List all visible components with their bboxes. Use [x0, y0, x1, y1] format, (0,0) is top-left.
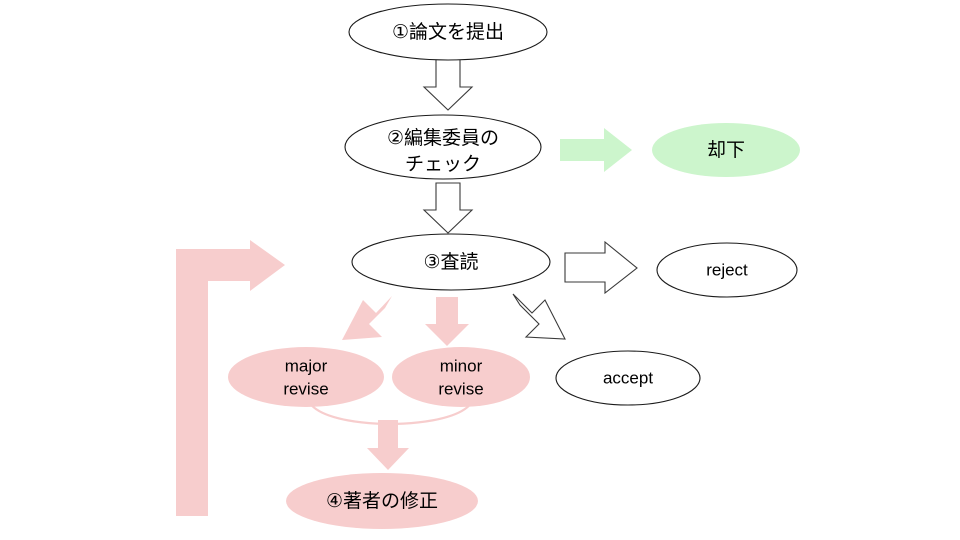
arrow-editor-to-review — [422, 182, 474, 234]
arrow-editor-to-dismiss — [560, 128, 632, 172]
node-author-revision[interactable]: ④著者の修正 — [286, 473, 478, 529]
reject-label: reject — [706, 260, 748, 279]
editor-check-label-line1: ②編集委員の — [387, 127, 499, 149]
arrow-author-back-to-review — [176, 240, 285, 516]
node-reject[interactable]: reject — [656, 242, 798, 298]
arrow-review-to-reject — [564, 240, 638, 295]
author-revision-ellipse[interactable] — [286, 473, 478, 529]
arrow-review-to-minor-revise — [425, 297, 469, 346]
major-revise-ellipse[interactable] — [228, 347, 384, 407]
editor-check-label-line2: チェック — [405, 153, 481, 175]
minor-revise-label-line1: minor — [440, 356, 483, 375]
arrow-review-to-major-revise — [342, 296, 392, 340]
arrow-review-to-accept — [512, 293, 566, 340]
accept-label: accept — [603, 368, 653, 387]
minor-revise-ellipse[interactable] — [392, 347, 530, 407]
submit-paper-label: ①論文を提出 — [392, 21, 504, 43]
author-revision-label: ④著者の修正 — [326, 490, 438, 512]
major-revise-label-line1: major — [285, 356, 328, 375]
dismiss-ellipse[interactable] — [652, 123, 800, 177]
node-dismiss[interactable]: 却下 — [652, 123, 800, 177]
editor-check-ellipse[interactable] — [344, 114, 542, 180]
arrow-submit-to-editor — [422, 57, 474, 111]
node-minor-revise[interactable]: minor revise — [392, 347, 530, 407]
dismiss-label: 却下 — [707, 139, 745, 161]
minor-revise-label-line2: revise — [438, 379, 483, 398]
accept-ellipse[interactable] — [555, 350, 701, 406]
reject-ellipse[interactable] — [656, 242, 798, 298]
major-revise-label-line2: revise — [283, 379, 328, 398]
node-major-revise[interactable]: major revise — [228, 347, 384, 407]
arrow-revise-to-author — [367, 420, 409, 470]
node-peer-review[interactable]: ③査読 — [351, 233, 551, 291]
peer-review-ellipse[interactable] — [351, 233, 551, 291]
node-submit-paper[interactable]: ①論文を提出 — [348, 3, 548, 61]
submit-paper-ellipse[interactable] — [348, 3, 548, 61]
node-accept[interactable]: accept — [555, 350, 701, 406]
node-editor-check[interactable]: ②編集委員の チェック — [344, 114, 542, 180]
peer-review-label: ③査読 — [423, 251, 478, 273]
